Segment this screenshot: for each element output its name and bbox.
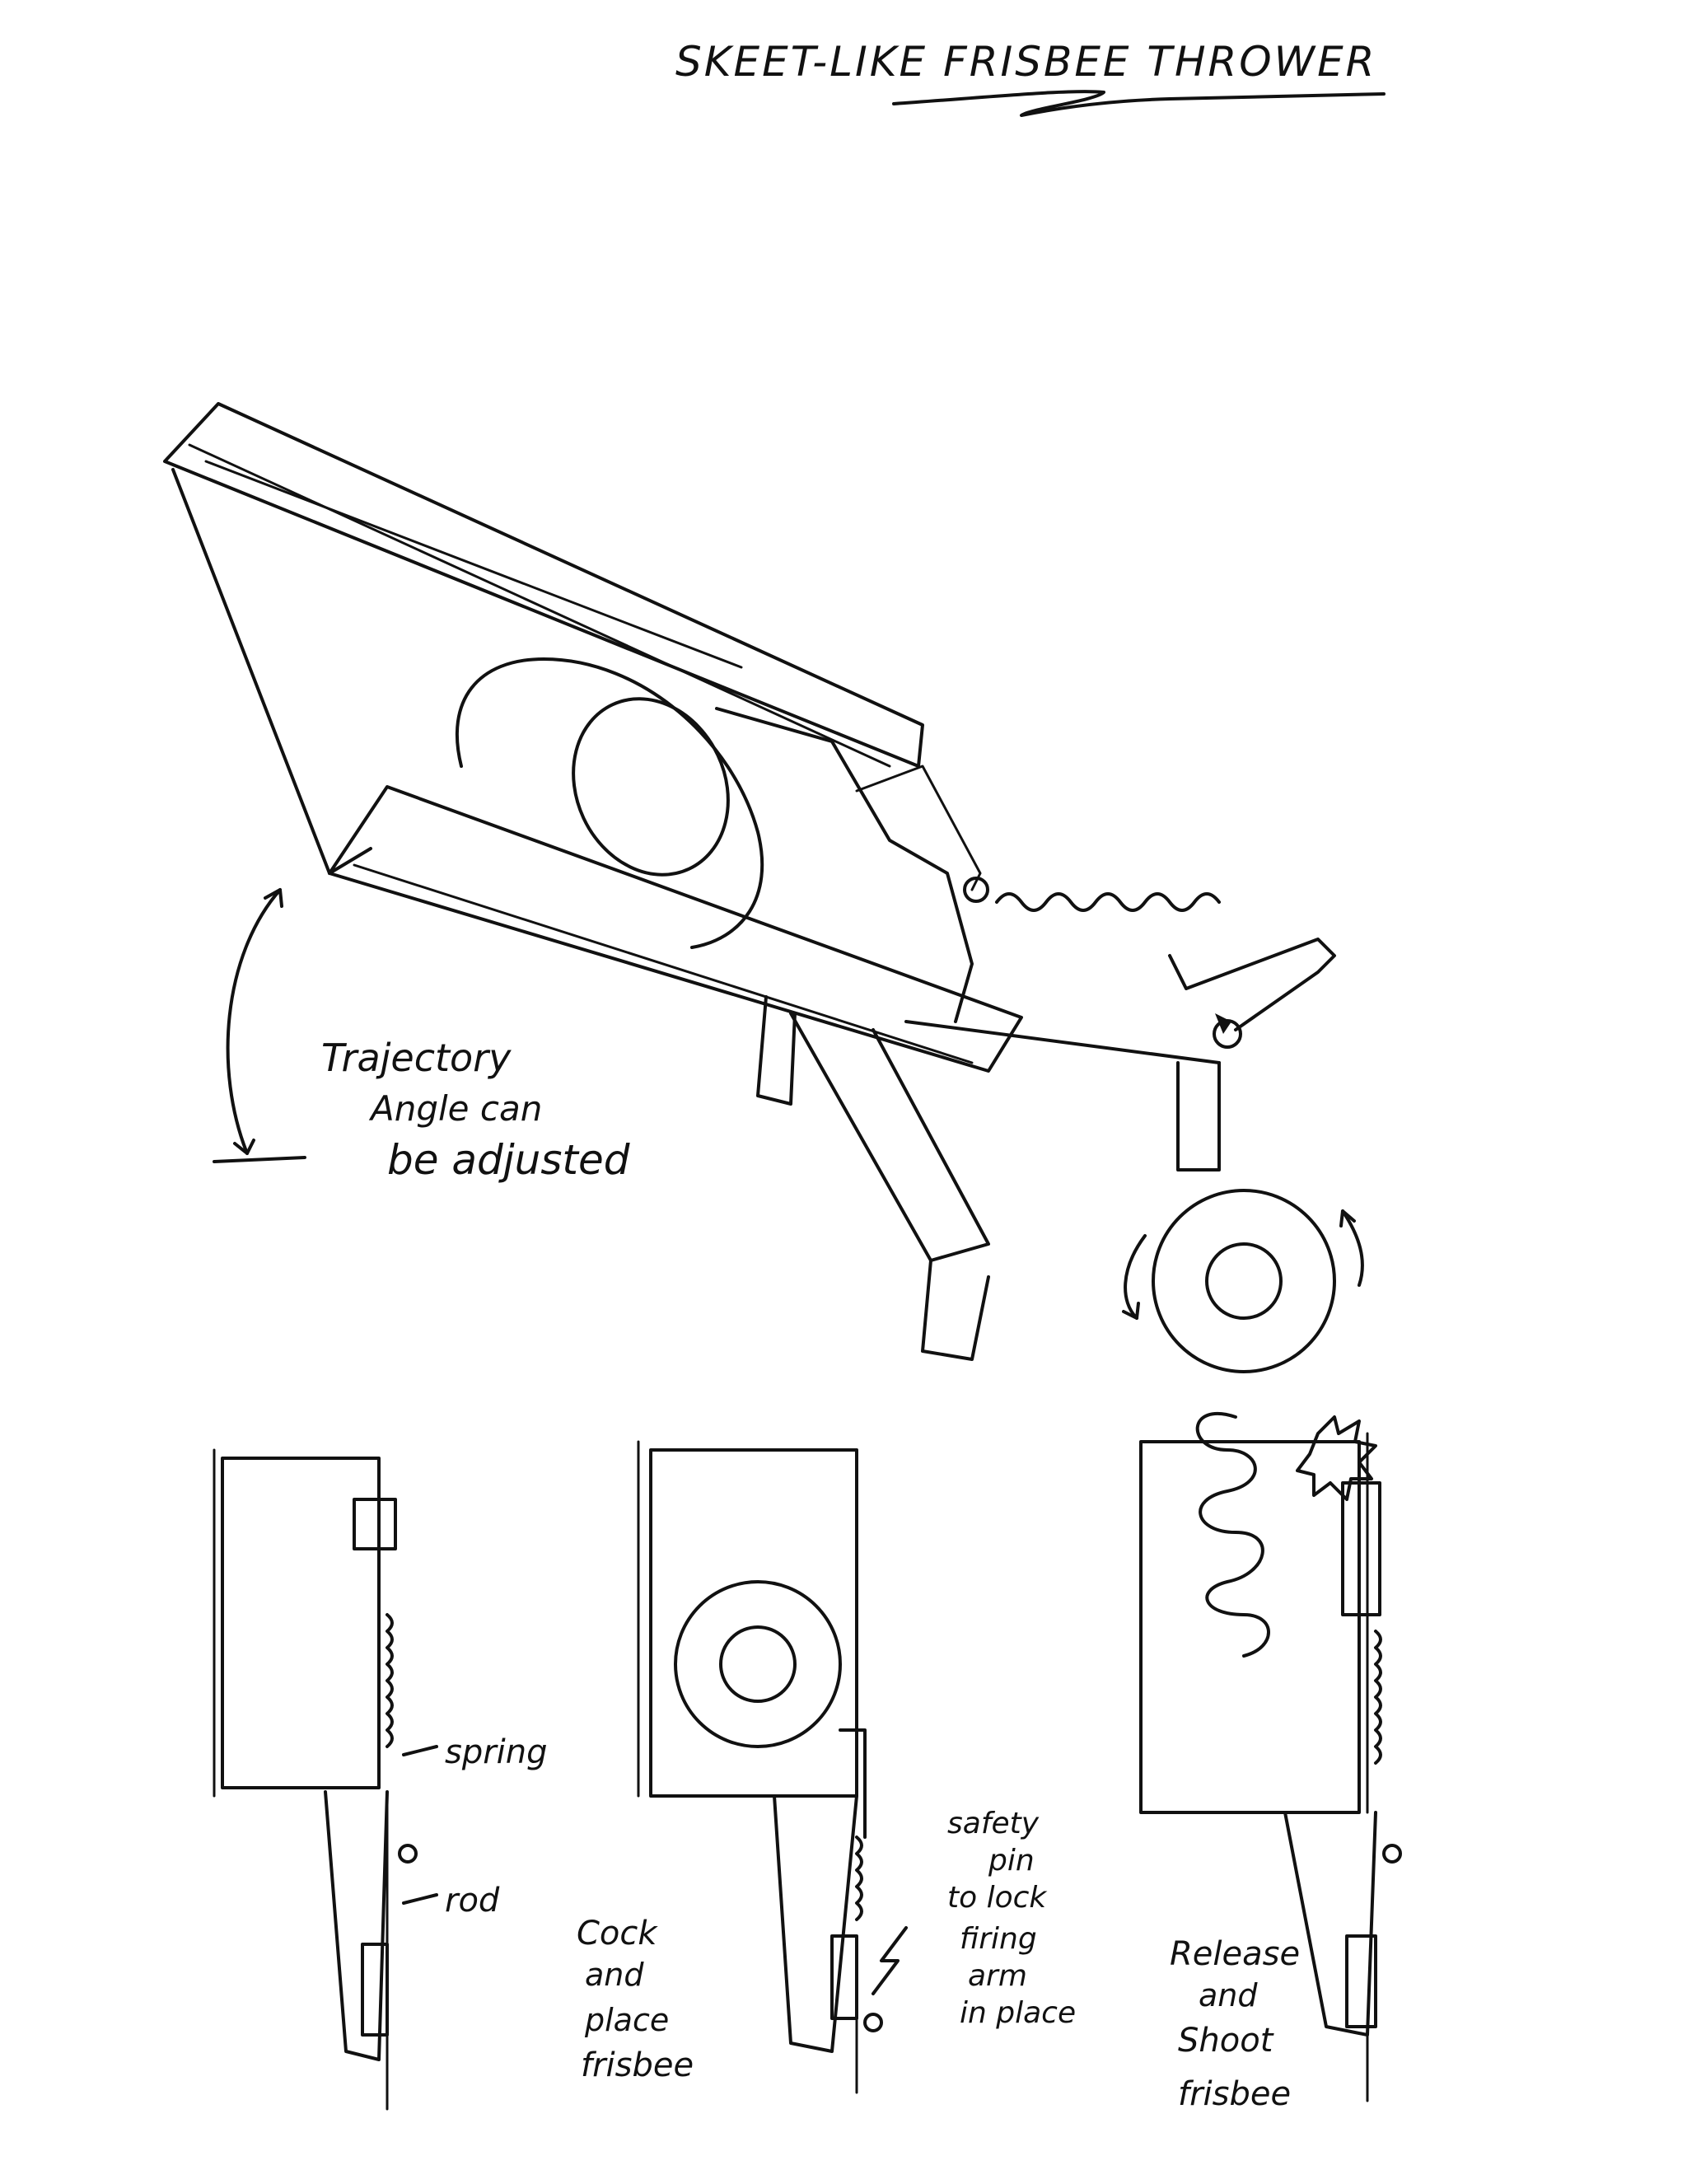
panel-2-grip <box>830 1934 858 2020</box>
safety-line-3: to lock <box>947 1881 1048 1915</box>
rod-label: rod <box>445 1882 500 1920</box>
safety-line-6: in place <box>960 1996 1076 2030</box>
panel-2-box <box>649 1448 858 1798</box>
top-rail <box>163 402 924 768</box>
step-1-line-1: Cock <box>577 1915 658 1953</box>
panel-3-slot <box>1341 1481 1381 1616</box>
safety-line-4: firing <box>960 1922 1037 1956</box>
right-leg <box>1176 1061 1221 1172</box>
panel-1-spring <box>386 1613 394 1748</box>
panel-1-box <box>221 1457 381 1789</box>
step-3-line-2: and <box>1199 1977 1258 2013</box>
safety-line-1: safety <box>947 1807 1040 1840</box>
step-1-line-2: and <box>585 1957 644 1993</box>
firing-spring <box>995 892 1221 912</box>
title-block: SKEET-LIKE FRISBEE THROWER <box>675 38 1386 117</box>
angle-arrow <box>226 888 282 1155</box>
panel-2-spring <box>855 1836 863 1921</box>
title-text: SKEET-LIKE FRISBEE THROWER <box>675 38 1376 86</box>
panel-3-spin-spiral <box>1195 1411 1270 1658</box>
pivot-bolt <box>963 877 989 903</box>
panel-cock: Cock and place frisbee safety pin to loc… <box>577 1440 1076 2094</box>
spin-arrow-left <box>1124 1234 1147 1320</box>
step-3-line-3: Shoot <box>1178 2022 1274 2060</box>
spin-arrow-right <box>1341 1209 1364 1287</box>
trajectory-note: Trajectory Angle can be adjusted <box>321 1036 630 1184</box>
trajectory-line-2: Angle can <box>368 1088 542 1129</box>
panel-3-burst <box>1296 1415 1377 1501</box>
front-leg-long <box>789 1012 990 1262</box>
panel-3-handle <box>1283 1811 1377 2037</box>
panel-3-grip <box>1345 1934 1377 2028</box>
step-3-line-1: Release <box>1170 1935 1300 1973</box>
frisbee-hub <box>572 697 730 877</box>
spring-label: spring <box>445 1733 548 1771</box>
step-3-line-4: frisbee <box>1178 2075 1291 2113</box>
safety-line-2: pin <box>988 1844 1035 1878</box>
panel-2-hub <box>719 1625 797 1703</box>
panel-2-frisbee <box>674 1580 842 1748</box>
front-leg-foot <box>921 1259 990 1361</box>
base-bar <box>904 1020 1221 1064</box>
panel-spring: spring rod <box>213 1448 548 2111</box>
panel-3-box <box>1139 1440 1361 1814</box>
safety-line-5: arm <box>968 1959 1027 1993</box>
panel-1-handle <box>324 1790 389 2061</box>
rear-leg <box>756 995 797 1106</box>
panel-3-spring <box>1374 1630 1382 1765</box>
bracket <box>715 707 974 1023</box>
trajectory-line-3: be adjusted <box>387 1136 630 1184</box>
frisbee-disc <box>455 657 764 949</box>
panel-1-slot <box>353 1498 397 1550</box>
panel-2-handle <box>773 1794 858 2053</box>
trigger-handle <box>1168 938 1336 1031</box>
side-plate <box>171 468 372 875</box>
bottom-rail <box>328 785 1023 1073</box>
step-1-line-4: frisbee <box>581 2046 694 2084</box>
panel-release: Release and Shoot frisbee <box>1139 1411 1402 2113</box>
spin-frisbee-inner <box>1205 1242 1283 1320</box>
step-1-line-3: place <box>584 2002 669 2038</box>
title-underline <box>892 90 1386 117</box>
thrower-perspective-drawing <box>163 402 1364 1373</box>
trajectory-line-1: Trajectory <box>321 1036 512 1080</box>
spin-frisbee-outer <box>1152 1189 1336 1373</box>
